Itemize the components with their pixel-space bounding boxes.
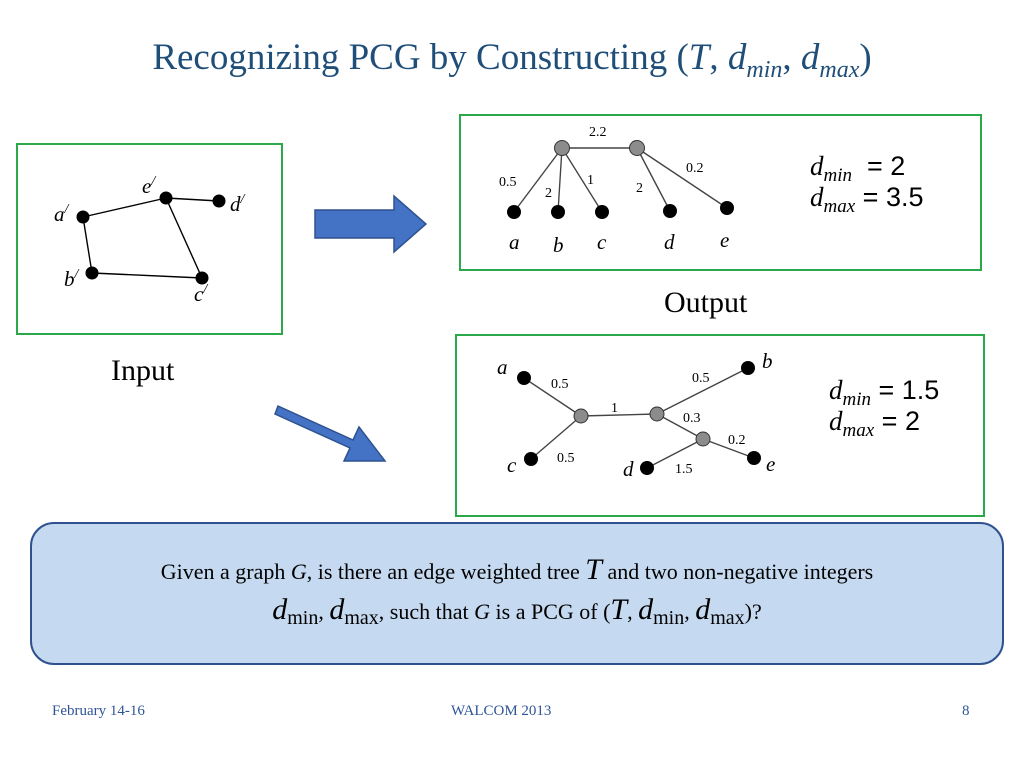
input-graph: a/ e/ d/ b/ c/ <box>54 174 246 306</box>
tree1-label-e: e <box>720 228 729 252</box>
tree2-distance-values: dmin = 1.5 dmax = 2 <box>829 375 940 441</box>
arrow-down-right-icon <box>274 404 387 462</box>
output-caption: Output <box>664 286 748 319</box>
tree2-leaf-c <box>524 452 538 466</box>
input-graph-panel: a/ e/ d/ b/ c/ <box>16 143 283 335</box>
tree1-dmax: dmax = 3.5 <box>810 182 924 217</box>
tree2-leaf-b <box>741 361 755 375</box>
tree2-dmax: dmax = 2 <box>829 406 920 441</box>
tree2-dmin: dmin = 1.5 <box>829 375 940 410</box>
question-line-2: dmin, dmax, such that G is a PCG of (T, … <box>272 593 762 629</box>
tree1-weight-b: 2 <box>545 186 552 201</box>
tree1-label-b: b <box>553 233 564 257</box>
node-b <box>85 266 99 280</box>
tree1-dmin: dmin = 2 <box>810 151 906 186</box>
edge-b-c <box>91 272 203 279</box>
edge-a-b <box>82 216 93 274</box>
tree2-label-b: b <box>762 349 773 373</box>
tree2-internal-node-1 <box>573 408 589 424</box>
question-box: Given a graph G, is there an edge weight… <box>30 522 1004 665</box>
tree2-leaf-a <box>517 371 531 385</box>
tree2-leaf-d <box>640 461 654 475</box>
tree2-weight-d: 1.5 <box>675 462 693 477</box>
tree2-internal-node-2 <box>649 406 665 422</box>
tree1-label-a: a <box>509 230 520 254</box>
tree2-weight-b: 0.5 <box>692 371 710 386</box>
tree1-leaf-b <box>551 205 565 219</box>
tree1-leaf-e <box>720 201 734 215</box>
tree1-label-c: c <box>597 230 607 254</box>
footer-date: February 14-16 <box>52 703 145 719</box>
tree1-leaf-a <box>507 205 521 219</box>
tree2-weight-mid: 1 <box>611 401 618 416</box>
label-d: d/ <box>230 192 246 216</box>
label-b: b/ <box>64 267 80 291</box>
label-c: c/ <box>194 282 208 306</box>
edge-e-c <box>165 197 203 279</box>
tree1-distance-values: dmin = 2 dmax = 3.5 <box>810 151 924 217</box>
tree2-leaf-e <box>747 451 761 465</box>
footer-conference: WALCOM 2013 <box>451 703 552 719</box>
node-e <box>159 191 173 205</box>
tree1-weight-d: 2 <box>636 181 643 196</box>
node-c <box>195 271 209 285</box>
tree2-weight-inner: 0.3 <box>683 411 701 426</box>
tree2-weight-a: 0.5 <box>551 377 569 392</box>
tree1-label-d: d <box>664 230 675 254</box>
tree2-label-c: c <box>507 453 517 477</box>
tree2-internal-node-3 <box>695 431 711 447</box>
slide-title: Recognizing PCG by Constructing (T, dmin… <box>152 37 872 83</box>
tree2-diagram: 0.5 0.5 0.5 1 0.3 0.2 1.5 a b c d e <box>497 349 775 481</box>
node-a <box>76 210 90 224</box>
tree1-leaf-d <box>663 204 677 218</box>
arrow-right-icon <box>314 194 428 254</box>
tree2-weight-e: 0.2 <box>728 433 746 448</box>
tree1-weight-a: 0.5 <box>499 175 517 190</box>
tree1-internal-node-2 <box>629 140 645 156</box>
tree2-label-e: e <box>766 452 775 476</box>
question-line-1: Given a graph G, is there an edge weight… <box>160 553 874 586</box>
output-tree1-panel: 2.2 0.5 2 1 2 0.2 a b c d e <box>459 114 982 271</box>
tree2-weight-c: 0.5 <box>557 451 575 466</box>
tree1-weight-root: 2.2 <box>589 125 607 140</box>
node-d <box>212 194 226 208</box>
output-tree2-panel: 0.5 0.5 0.5 1 0.3 0.2 1.5 a b c d e <box>455 334 985 517</box>
label-a: a/ <box>54 202 70 226</box>
tree1-weight-c: 1 <box>587 173 594 188</box>
tree1-diagram: 2.2 0.5 2 1 2 0.2 a b c d e <box>499 125 734 257</box>
tree2-label-a: a <box>497 355 508 379</box>
footer-page-number: 8 <box>962 703 970 719</box>
label-e: e/ <box>142 174 156 198</box>
tree2-label-d: d <box>623 457 634 481</box>
tree1-leaf-c <box>595 205 609 219</box>
input-caption: Input <box>111 354 175 387</box>
tree1-internal-node-1 <box>554 140 570 156</box>
edge-e-d <box>165 197 220 202</box>
edge-a-e <box>82 197 167 218</box>
tree1-weight-e: 0.2 <box>686 161 704 176</box>
